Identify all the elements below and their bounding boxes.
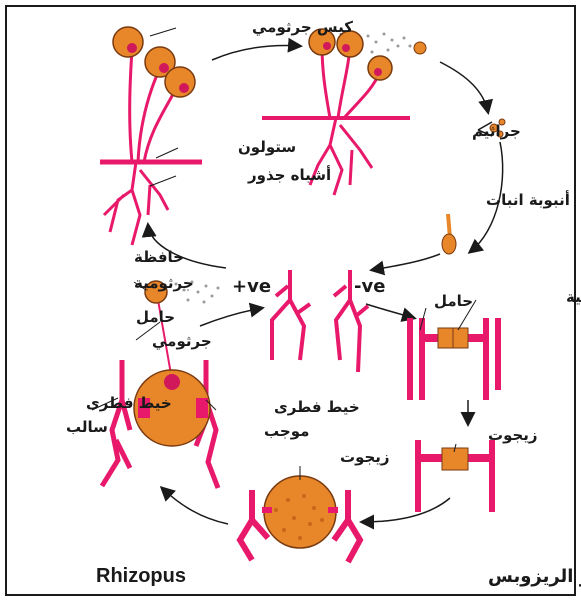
mature-zygospore [240,476,360,562]
label-positive-hypha: خيط فطرى [274,398,360,416]
gametangia-contact [410,318,498,400]
positive-hypha-strain [272,270,310,360]
label-sporangiophore-2: جرثومي [152,332,212,350]
arrow-zygote-to-bottom [362,498,450,522]
sporangium-3 [165,67,195,97]
label-sporangium-wall: حافظة [134,248,184,266]
arrow-ve-to-gametangia [366,304,414,318]
arrow-right-down-1 [440,62,488,112]
columella-2 [159,63,169,73]
arrow-top [212,46,300,60]
label-zygote-right: زيجوت [488,426,538,444]
arrow-bottom-to-left [162,488,228,524]
label-sporangiophore: حامل [136,308,175,326]
columella-3 [179,83,189,93]
zygote-formation [418,440,492,512]
columella-1 [127,43,137,53]
sporangium-6 [368,56,392,80]
rhizoid-cluster-left [104,162,168,245]
arrow-germ-to-ve [372,254,440,270]
label-germ-tube: أنبوبة انبات [486,190,570,209]
sporangium-1 [113,27,143,57]
arrow-sporangium-to-ve [200,308,262,326]
label-zygote-bottom: زيجوت [340,448,390,466]
single-spore [414,42,426,54]
label-positive-hypha-2: موجب [264,422,309,440]
columella-5 [342,44,350,52]
label-stolon: ستولون [238,138,296,156]
label-minus-ve: -ve [354,276,385,297]
label-rhizoids: أشباه جذور [247,165,331,184]
label-gametangium: حافظة مشيجية [566,288,581,306]
caption-arabic: دورة حياة فطر الريزوبس [488,566,581,587]
label-sporangium-wall-2: جرثومية [134,274,194,292]
label-suspensor: حامل [434,292,473,310]
released-spores-top [367,33,412,54]
columella-6 [374,68,382,76]
label-plus-ve: +ve [232,276,271,297]
mature-mycelium [100,27,202,245]
label-negative-hypha: خيط فطرى [86,394,172,412]
label-spores: جراثيم [472,122,521,140]
label-negative-hypha-2: سالب [66,418,108,436]
columella-4 [323,42,331,50]
label-sporangium-top: كيس جرثومي [252,18,353,36]
germinating-spore [442,214,456,254]
caption-latin: Rhizopus [96,565,186,587]
